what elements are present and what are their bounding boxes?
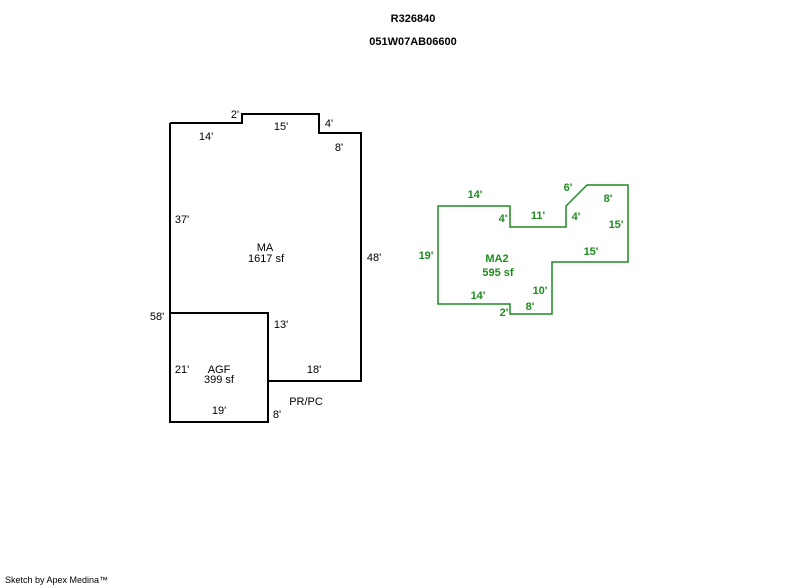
dim-ma-step-down: 4' xyxy=(325,118,333,130)
dim-ma2-step-down: 10' xyxy=(533,285,548,297)
dim-agf-right-upper: 13' xyxy=(274,319,288,331)
dim-ma2-ledge: 15' xyxy=(584,246,599,258)
dim-ma2-bottom-left: 14' xyxy=(471,290,486,302)
dim-agf-bottom: 19' xyxy=(212,405,226,417)
dim-ma-top-middle: 15' xyxy=(274,121,288,133)
agf-name: AGF xyxy=(208,364,231,376)
porch-label: PR/PC xyxy=(289,396,323,408)
dim-agf-right-lower: 8' xyxy=(273,409,281,421)
ma2-outline xyxy=(437,184,629,315)
parcel-id: R326840 xyxy=(390,13,436,25)
dim-ma-left-total: 58' xyxy=(150,311,164,323)
dim-ma-top-left: 14' xyxy=(199,131,213,143)
ma-outline xyxy=(170,113,362,382)
dim-ma-step-up: 2' xyxy=(231,109,239,121)
dim-ma-right-offset: 8' xyxy=(335,142,343,154)
dim-ma2-left: 19' xyxy=(419,250,434,262)
dim-ma2-right: 15' xyxy=(609,219,624,231)
dim-ma2-notch-right: 4' xyxy=(572,211,581,223)
dim-ma-left-upper: 37' xyxy=(175,214,189,226)
ma-area: 1617 sf xyxy=(248,253,285,265)
map-number: 051W07AB06600 xyxy=(369,36,457,48)
dim-ma2-diagonal: 6' xyxy=(564,182,573,194)
ma2-name: MA2 xyxy=(485,253,508,265)
sketch-credit: Sketch by Apex Medina™ xyxy=(5,575,109,585)
dim-ma2-top-left: 14' xyxy=(468,189,483,201)
dim-ma2-bottom-right: 8' xyxy=(526,301,535,313)
dim-ma-right: 48' xyxy=(367,252,381,264)
dim-ma2-notch-bottom: 11' xyxy=(531,210,546,222)
dim-ma2-top-right: 8' xyxy=(604,193,613,205)
dim-ma2-notch-depth: 4' xyxy=(499,213,508,225)
agf-outline xyxy=(169,312,269,423)
dim-agf-left: 21' xyxy=(175,364,189,376)
ma-name: MA xyxy=(257,242,274,254)
ma2-area: 595 sf xyxy=(482,267,514,279)
dim-ma2-step-small: 2' xyxy=(500,307,509,319)
dim-ma-bottom-right: 18' xyxy=(307,364,321,376)
agf-area: 399 sf xyxy=(204,374,235,386)
